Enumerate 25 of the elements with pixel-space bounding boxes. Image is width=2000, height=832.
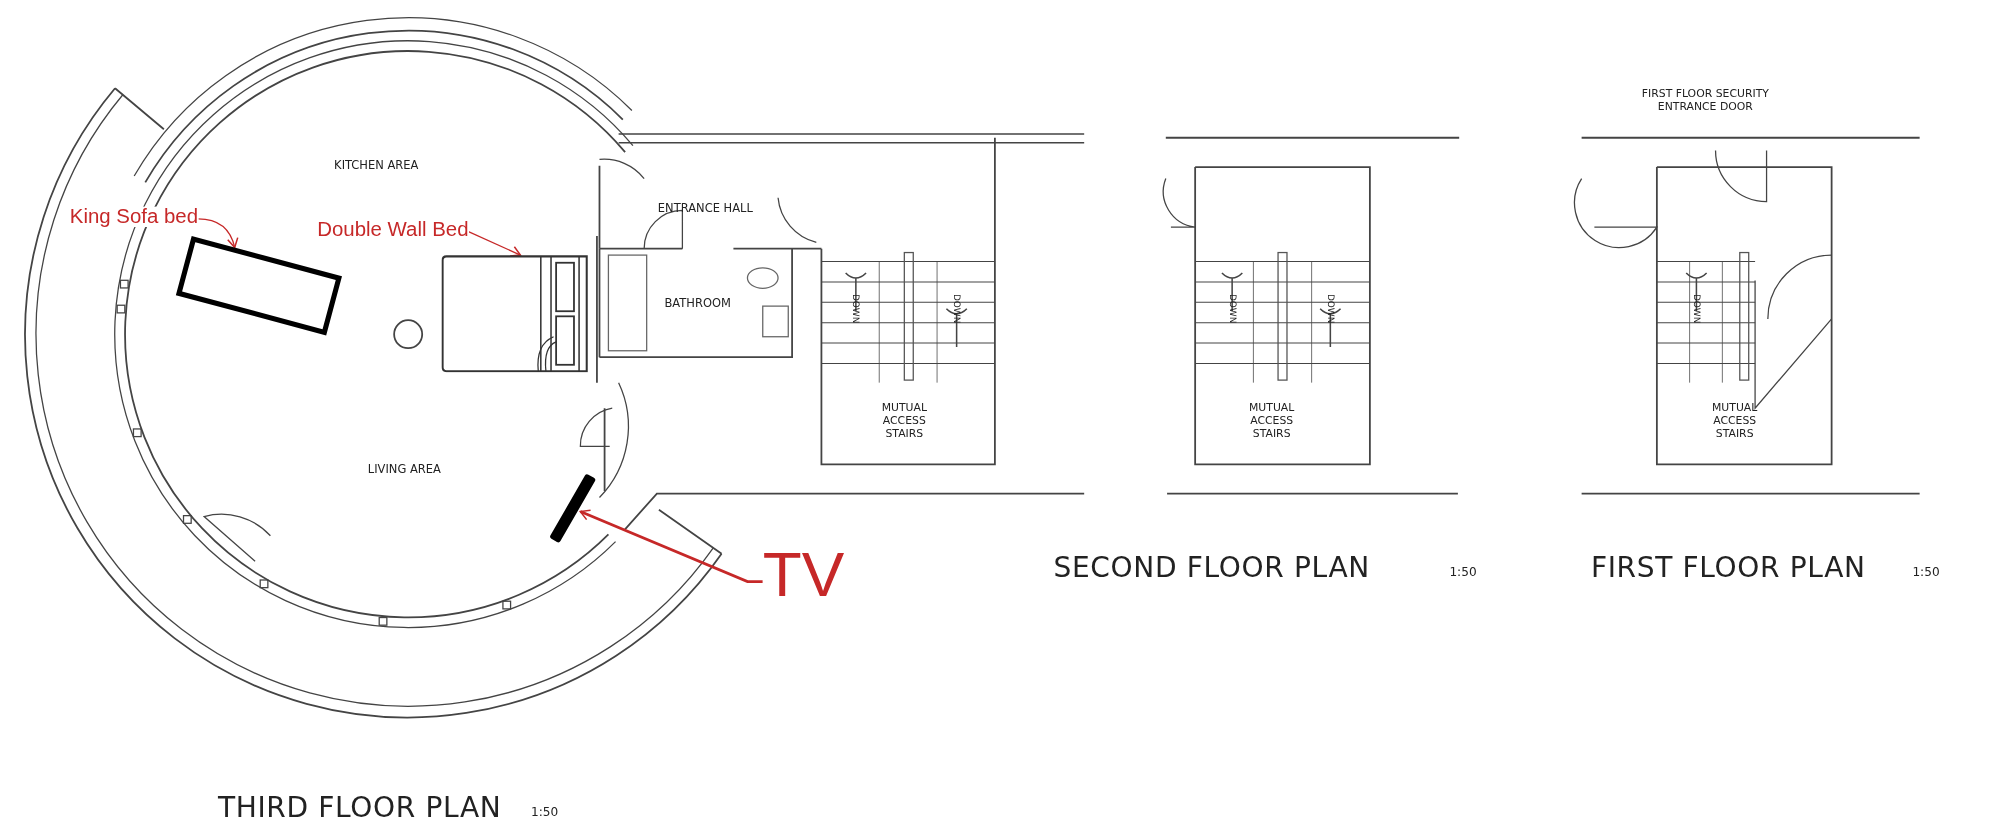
stair-direction-label: DOWN: [951, 293, 962, 324]
plan-title: FIRST FLOOR PLAN: [1590, 551, 1866, 584]
room-label: KITCHEN AREA: [334, 159, 419, 173]
leader-arrow: [197, 218, 239, 249]
leader-arrow: [579, 509, 763, 584]
room-label: BATHROOM: [664, 296, 731, 311]
scale-label: 1:50: [531, 805, 559, 820]
scale-label: 1:50: [1449, 565, 1477, 580]
stair-direction-label: DOWN: [850, 293, 861, 324]
annotation-text: King Sofa bed: [69, 206, 199, 228]
plan-title: THIRD FLOOR PLAN: [217, 791, 502, 824]
scale-label: 1:50: [1912, 565, 1940, 580]
stair-direction-label: DOWN: [1227, 293, 1238, 324]
room-label: MUTUAL ACCESS STAIRS: [880, 402, 928, 440]
stair-direction-label: DOWN: [1691, 293, 1702, 324]
leader-arrow: [467, 231, 522, 257]
sofa-bed-outline: [175, 236, 342, 336]
room-label: ENTRANCE HALL: [657, 201, 753, 215]
room-label: MUTUAL ACCESS STAIRS: [1248, 402, 1296, 440]
note-label: FIRST FLOOR SECURITY ENTRANCE DOOR: [1640, 88, 1770, 114]
stair-direction-label: DOWN: [1325, 293, 1336, 324]
plan-title: SECOND FLOOR PLAN: [1053, 551, 1370, 584]
room-label: MUTUAL ACCESS STAIRS: [1711, 402, 1759, 440]
room-label: LIVING AREA: [367, 462, 441, 476]
wall-bed-drawing: [441, 255, 590, 373]
